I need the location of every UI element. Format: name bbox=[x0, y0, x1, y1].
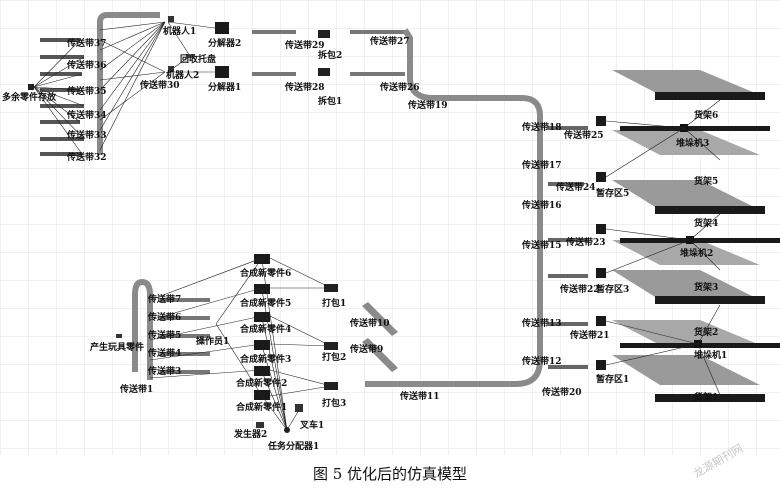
figure-caption: 图 5 优化后的仿真模型 bbox=[312, 465, 468, 483]
label-shelf4: 货架4 bbox=[694, 217, 718, 229]
label-b5: 传送带5 bbox=[147, 329, 181, 341]
label-shelf5: 货架5 bbox=[694, 175, 718, 187]
label-dec2: 分解器2 bbox=[208, 37, 241, 49]
label-robot1: 机器人1 bbox=[163, 25, 196, 37]
label-b24: 传送带24 bbox=[555, 181, 596, 193]
feed-belts bbox=[160, 298, 210, 374]
label-b7: 传送带7 bbox=[147, 293, 181, 305]
label-syn2: 合成新零件2 bbox=[236, 377, 287, 389]
label-b32: 传送带32 bbox=[66, 151, 107, 163]
label-forklift: 叉车1 bbox=[299, 419, 324, 431]
label-b33: 传送带33 bbox=[66, 129, 107, 141]
label-unpack1: 拆包1 bbox=[318, 95, 342, 107]
belt-19-loop bbox=[365, 28, 543, 387]
label-b36: 传送带36 bbox=[66, 59, 107, 71]
label-stacker1: 堆垛机1 bbox=[694, 349, 727, 361]
branch-belts bbox=[548, 126, 588, 369]
label-b10: 传送带10 bbox=[349, 317, 390, 329]
label-b22: 传送带22 bbox=[559, 283, 600, 295]
label-pack2: 打包2 bbox=[322, 351, 346, 363]
storage-links bbox=[33, 39, 85, 155]
label-dec1: 分解器1 bbox=[208, 81, 241, 93]
label-b12: 传送带12 bbox=[521, 355, 562, 367]
label-b23: 传送带23 bbox=[565, 236, 606, 248]
label-buf1: 暂存区1 bbox=[596, 373, 629, 385]
label-b4: 传送带4 bbox=[147, 347, 181, 359]
label-pack1: 打包1 bbox=[322, 297, 346, 309]
stacker-links bbox=[605, 99, 721, 396]
label-b28: 传送带28 bbox=[284, 81, 325, 93]
unpack-1 bbox=[318, 68, 330, 76]
label-recycle: 回收托盘 bbox=[180, 53, 216, 65]
dispatch-links bbox=[149, 257, 332, 431]
label-storage: 多余零件存放 bbox=[2, 91, 57, 103]
label-b16: 传送带16 bbox=[521, 199, 562, 211]
decomposer-2 bbox=[215, 22, 229, 34]
label-b37: 传送带37 bbox=[66, 37, 107, 49]
label-b34: 传送带34 bbox=[66, 109, 107, 121]
diagonal-belts bbox=[362, 302, 398, 372]
label-gen2: 发生器2 bbox=[233, 428, 267, 440]
label-b30: 传送带30 bbox=[139, 79, 180, 91]
label-shelf1: 货架1 bbox=[694, 391, 718, 403]
label-b26: 传送带26 bbox=[379, 81, 420, 93]
buffer-boxes bbox=[596, 116, 606, 370]
label-b19: 传送带19 bbox=[407, 99, 448, 111]
label-b11: 传送带11 bbox=[399, 390, 440, 402]
label-b15: 传送带15 bbox=[521, 239, 562, 251]
label-b25: 传送带25 bbox=[563, 129, 604, 141]
recycle-tray bbox=[186, 54, 194, 58]
label-syn3: 合成新零件3 bbox=[240, 353, 291, 365]
label-unpack2: 拆包2 bbox=[318, 49, 342, 61]
label-robot2: 机器人2 bbox=[166, 69, 199, 81]
belt-29 bbox=[252, 30, 296, 34]
label-b18: 传送带18 bbox=[521, 121, 562, 133]
unpack-2 bbox=[318, 30, 330, 38]
label-syn6: 合成新零件6 bbox=[240, 267, 291, 279]
label-shelf3: 货架3 bbox=[694, 281, 718, 293]
label-toy: 产生玩具零件 bbox=[90, 341, 144, 353]
decomposer-1 bbox=[215, 66, 229, 78]
label-stacker3: 堆垛机3 bbox=[676, 137, 709, 149]
storage-node bbox=[28, 84, 34, 90]
label-b1: 传送带1 bbox=[119, 383, 153, 395]
label-b29: 传送带29 bbox=[284, 39, 325, 51]
label-pack3: 打包3 bbox=[322, 397, 346, 409]
robot-1 bbox=[168, 16, 174, 22]
label-b20: 传送带20 bbox=[541, 386, 582, 398]
label-b35: 传送带35 bbox=[66, 85, 107, 97]
label-b17: 传送带17 bbox=[521, 159, 562, 171]
label-b13: 传送带13 bbox=[521, 317, 562, 329]
robot-links bbox=[99, 21, 216, 151]
label-buf5: 暂存区5 bbox=[596, 187, 629, 199]
robot-2 bbox=[168, 66, 174, 72]
label-b21: 传送带21 bbox=[569, 329, 610, 341]
storage-belts bbox=[40, 38, 84, 156]
label-syn1: 合成新零件1 bbox=[236, 401, 287, 413]
shelves bbox=[612, 70, 780, 402]
label-b27: 传送带27 bbox=[369, 35, 410, 47]
label-dispatch: 任务分配器1 bbox=[267, 440, 319, 452]
belt-1-track bbox=[132, 278, 153, 380]
synth-machines bbox=[254, 254, 270, 400]
label-syn5: 合成新零件5 bbox=[240, 297, 291, 309]
label-stacker2: 堆垛机2 bbox=[680, 247, 713, 259]
label-op1: 操作员1 bbox=[196, 335, 229, 347]
label-b9: 传送带9 bbox=[349, 343, 383, 355]
belt-26 bbox=[350, 72, 405, 76]
label-syn4: 合成新零件4 bbox=[240, 323, 291, 335]
generator-2 bbox=[256, 422, 264, 428]
belt-28 bbox=[252, 72, 296, 76]
forklift bbox=[295, 404, 303, 412]
labels: 多余零件存放 传送带37 传送带36 传送带35 传送带34 传送带33 传送带… bbox=[2, 25, 727, 452]
belt-27 bbox=[350, 30, 405, 34]
toy-generator bbox=[116, 334, 122, 338]
label-b3: 传送带3 bbox=[147, 365, 181, 377]
label-b6: 传送带6 bbox=[147, 311, 181, 323]
label-buf3: 暂存区3 bbox=[596, 283, 629, 295]
label-shelf2: 货架2 bbox=[694, 326, 718, 338]
belt-30-track bbox=[97, 12, 160, 155]
label-shelf6: 货架6 bbox=[694, 109, 718, 121]
